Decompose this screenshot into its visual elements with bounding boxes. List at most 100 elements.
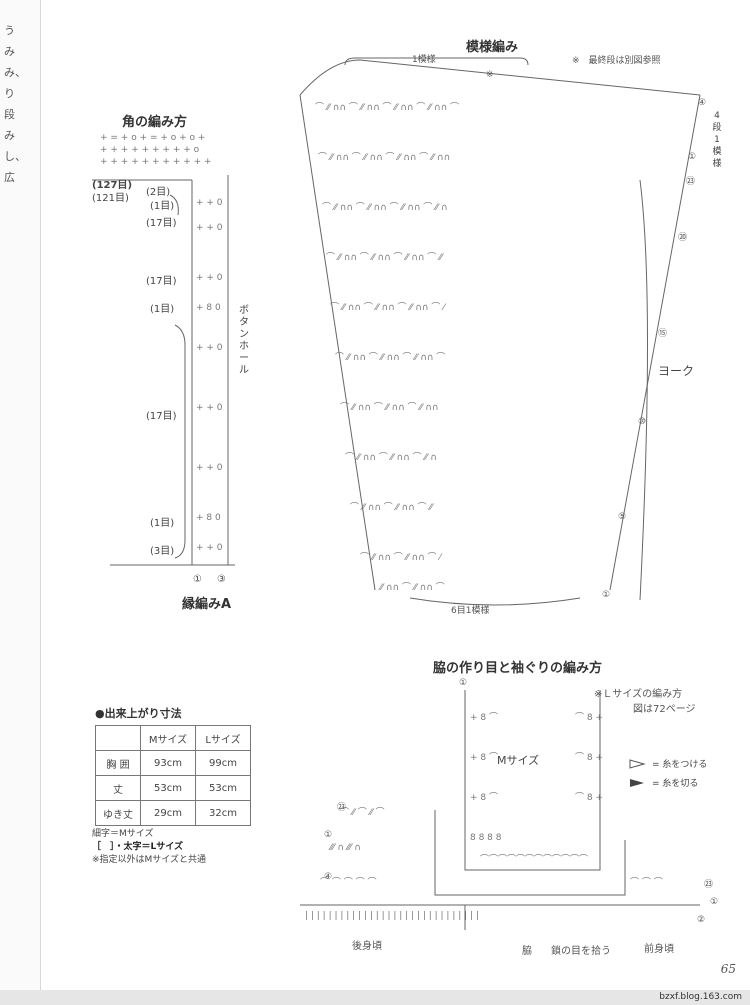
table-cell: 32cm bbox=[195, 800, 251, 826]
row-mark: ㉓ bbox=[337, 803, 347, 813]
stitch-row: + + 0 bbox=[196, 543, 223, 553]
stitch-row: | | | | | | | | | | | | | | | | | | | | … bbox=[305, 911, 479, 921]
asterisk-mark: ※ bbox=[486, 70, 494, 80]
row-mark: ① bbox=[710, 897, 719, 907]
measurements-title: ●出来上がり寸法 bbox=[95, 707, 182, 720]
stitch-row: ⌒ 8 + bbox=[575, 712, 603, 723]
table-cell bbox=[95, 725, 141, 751]
legend-attach: = 糸をつける bbox=[652, 760, 708, 770]
stitch-row: ⁄⁄⁄ ∩ ⁄⁄⁄ ∩ bbox=[328, 843, 361, 853]
fan-row: ⁄⁄ ∩∩ ⌒ ⁄⁄ ∩∩ ⌒ bbox=[378, 582, 445, 593]
gutter-text: う み み、 り 段 み し、 広 bbox=[4, 20, 26, 188]
corner-bracket bbox=[169, 194, 179, 216]
corner-label: (121目) bbox=[92, 193, 129, 204]
gutter-char: う bbox=[4, 24, 15, 37]
stitch-row: ⌒ 8 + bbox=[575, 752, 603, 763]
bottom-repeat-label: 6目1模様 bbox=[451, 606, 490, 616]
table-header: Lサイズ bbox=[195, 725, 251, 751]
table-row: 胸 囲 93cm 99cm bbox=[95, 750, 251, 776]
pattern-note: ※ 最終段は別図参照 bbox=[572, 56, 661, 66]
table-cell: 胸 囲 bbox=[95, 750, 141, 776]
row-mark: ⑮ bbox=[658, 329, 668, 339]
l-size-note: ※Ｌサイズの編み方 bbox=[594, 689, 683, 700]
corner-title: 角の編み方 bbox=[122, 115, 188, 130]
stitch-row: + 8 0 bbox=[196, 303, 221, 313]
cut-yarn-icon bbox=[630, 779, 644, 787]
table-row: 丈 53cm 53cm bbox=[95, 775, 251, 801]
corner-label: (17目) bbox=[146, 411, 177, 422]
fan-row: ⌒ ⁄⁄ ∩∩ ⌒ ⁄⁄ ∩∩ ⌒ ⁄⁄ ∩∩ ⌒ bbox=[335, 352, 445, 363]
footer-url: bzxf.blog.163.com bbox=[659, 992, 742, 1002]
row-mark: ⑤ bbox=[618, 512, 627, 522]
gutter-char: み bbox=[4, 129, 15, 142]
stitch-row: 8 8 8 8 bbox=[470, 833, 502, 843]
page-gutter: う み み、 り 段 み し、 広 bbox=[0, 0, 41, 1005]
stitch-row: + + 0 bbox=[196, 273, 223, 283]
table-cell: 93cm bbox=[140, 750, 196, 776]
note-line: ※指定以外はMサイズと共通 bbox=[92, 855, 207, 865]
row-mark: ④ bbox=[324, 872, 333, 882]
gutter-char: 段 bbox=[4, 108, 15, 121]
stitch-row: + + + + + + + + + + + bbox=[100, 157, 212, 167]
stitch-row: + + 0 bbox=[196, 343, 223, 353]
corner-mark: ③ bbox=[217, 574, 226, 585]
fan-row: ⌒ ⁄⁄ ∩∩ ⌒ ⁄⁄ ∩∩ ⌒ ⁄⁄ ∩∩ bbox=[340, 402, 438, 413]
table-row: Mサイズ Lサイズ bbox=[95, 725, 251, 751]
back-body-label: 後身頃 bbox=[352, 941, 382, 952]
stitch-row: + + 0 bbox=[196, 463, 223, 473]
corner-bracket bbox=[174, 324, 186, 559]
gutter-char: 広 bbox=[4, 171, 15, 184]
table-cell: ゆき丈 bbox=[95, 800, 141, 826]
page-number: 65 bbox=[720, 962, 736, 976]
fan-row: ⌒ ⁄⁄ ∩∩ ⌒ ⁄⁄ ∩∩ ⌒ ⁄ bbox=[360, 552, 443, 563]
legend-cut: = 糸を切る bbox=[652, 779, 699, 789]
corner-label: (3目) bbox=[150, 546, 175, 557]
fan-row: ⌒ ⁄⁄ ∩∩ ⌒ ⁄⁄ ∩∩ ⌒ ⁄⁄ ∩∩ ⌒ ⁄⁄ bbox=[326, 252, 445, 263]
stitch-row: + 8 ⌒ bbox=[470, 752, 498, 763]
stitch-row: + + 0 bbox=[196, 223, 223, 233]
pattern-bottom-bracket bbox=[409, 597, 581, 606]
stitch-row: + = + o + = + o + o + bbox=[100, 133, 205, 143]
pattern-top-outline bbox=[299, 59, 701, 96]
size-label: Mサイズ bbox=[497, 754, 540, 767]
yoke-bracket bbox=[639, 179, 648, 601]
table-cell: 99cm bbox=[195, 750, 251, 776]
armhole-title: 脇の作り目と袖ぐりの編み方 bbox=[433, 661, 603, 676]
table-cell: 53cm bbox=[140, 775, 196, 801]
pattern-title: 模様編み bbox=[466, 40, 519, 55]
front-body-label: 前身頃 bbox=[644, 944, 674, 955]
table-cell: 29cm bbox=[140, 800, 196, 826]
pattern-left-outline bbox=[299, 94, 376, 591]
l-size-page: 図は72ページ bbox=[633, 704, 696, 715]
corner-label: (2目) bbox=[146, 187, 171, 198]
note-line: ［ ］・太字＝Lサイズ bbox=[92, 841, 206, 854]
note-line: 細字＝Mサイズ bbox=[92, 829, 154, 839]
yoke-label: ヨーク bbox=[658, 364, 695, 378]
corner-mark: ① bbox=[193, 574, 202, 585]
fan-row: ⌒ ⁄⁄ ∩∩ ⌒ ⁄⁄ ∩∩ ⌒ ⁄⁄ ∩ bbox=[345, 452, 437, 463]
note-bold: ［ ］・太字＝Lサイズ bbox=[92, 842, 183, 852]
side-label: 脇 bbox=[522, 946, 532, 957]
row-mark: ④ bbox=[698, 98, 707, 108]
gutter-char: り bbox=[4, 87, 15, 100]
table-header: Mサイズ bbox=[140, 725, 196, 751]
stitch-row: ⌒ ⌒ ⌒ bbox=[630, 877, 663, 888]
corner-label: (127目) bbox=[92, 180, 133, 191]
corner-label: (1目) bbox=[150, 304, 175, 315]
row-mark: ㉓ bbox=[686, 177, 696, 187]
size-notes: 細字＝Mサイズ ［ ］・太字＝Lサイズ ※指定以外はMサイズと共通 bbox=[92, 828, 206, 867]
stitch-row: + 8 0 bbox=[196, 513, 221, 523]
fan-row: ⌒ ⁄⁄ ∩∩ ⌒ ⁄⁄ ∩∩ ⌒ ⁄⁄ ∩∩ ⌒ ⁄⁄ ∩∩ ⌒ bbox=[315, 102, 459, 113]
stitch-row: + 8 ⌒ bbox=[470, 792, 498, 803]
attach-yarn-icon bbox=[629, 759, 646, 769]
pattern-right-outline bbox=[609, 94, 701, 591]
repeat-bracket bbox=[344, 57, 529, 66]
row-mark: ① bbox=[459, 678, 468, 688]
fan-row: ⌒ ⁄⁄ ∩∩ ⌒ ⁄⁄ ∩∩ ⌒ ⁄⁄ ∩∩ ⌒ ⁄⁄ ∩∩ bbox=[318, 152, 450, 163]
stitch-row: + + 0 bbox=[196, 403, 223, 413]
edge-pattern-title: 縁編みA bbox=[182, 597, 232, 612]
stitch-row: + + 0 bbox=[196, 198, 223, 208]
stitch-row: ⌒⌒⌒⌒⌒⌒⌒⌒⌒⌒⌒⌒ bbox=[480, 854, 588, 865]
repeat-label: 1模様 bbox=[412, 55, 436, 65]
